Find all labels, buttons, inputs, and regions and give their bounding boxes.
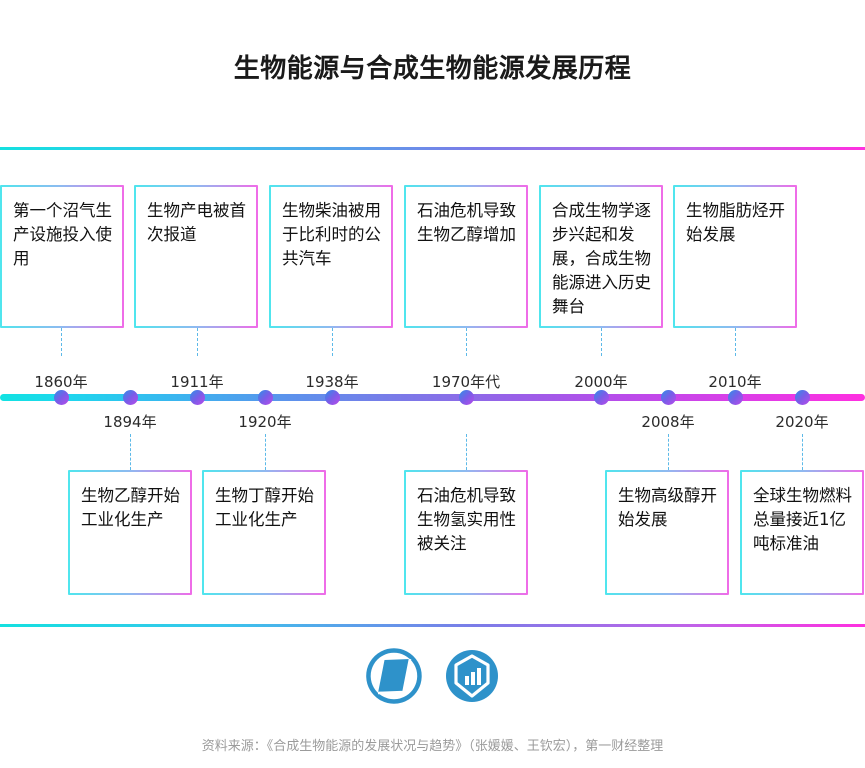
timeline-dot-1894[interactable] bbox=[123, 390, 138, 405]
yicai-circle-logo bbox=[365, 648, 422, 704]
timeline-dot-1970s[interactable] bbox=[459, 390, 474, 405]
timeline-card-top-1: 第一个沼气生产设施投入使用 bbox=[0, 185, 124, 328]
year-label-1860: 1860年 bbox=[34, 373, 88, 391]
timeline-dot-2008[interactable] bbox=[661, 390, 676, 405]
yicai-hexagon-chart-logo bbox=[445, 650, 498, 702]
timeline-card-bottom-4-text: 生物高级醇开始发展 bbox=[618, 486, 717, 529]
connector-top-3 bbox=[332, 328, 333, 356]
timeline-card-bottom-2-text: 生物丁醇开始工业化生产 bbox=[215, 486, 314, 529]
year-label-1920: 1920年 bbox=[238, 413, 292, 431]
timeline-card-top-2: 生物产电被首次报道 bbox=[134, 185, 258, 328]
divider-top bbox=[0, 147, 865, 150]
divider-bottom bbox=[0, 624, 865, 627]
source-note: 资料来源：《合成生物能源的发展状况与趋势》（张媛媛、王钦宏），第一财经整理 bbox=[201, 739, 664, 754]
connector-bottom-4 bbox=[668, 434, 669, 470]
timeline-card-bottom-3: 石油危机导致生物氢实用性被关注 bbox=[404, 470, 528, 595]
timeline-card-bottom-4: 生物高级醇开始发展 bbox=[605, 470, 729, 595]
year-label-1938: 1938年 bbox=[305, 373, 359, 391]
connector-bottom-3 bbox=[466, 434, 467, 470]
timeline-dot-2020[interactable] bbox=[795, 390, 810, 405]
connector-top-4 bbox=[466, 328, 467, 356]
timeline-card-top-4-text: 石油危机导致生物乙醇增加 bbox=[417, 201, 516, 244]
year-label-1894: 1894年 bbox=[103, 413, 157, 431]
timeline-card-bottom-5: 全球生物燃料总量接近1亿吨标准油 bbox=[740, 470, 864, 595]
year-label-2020: 2020年 bbox=[775, 413, 829, 431]
timeline-card-top-1-text: 第一个沼气生产设施投入使用 bbox=[13, 201, 112, 268]
timeline-card-top-5: 合成生物学逐步兴起和发展，合成生物能源进入历史舞台 bbox=[539, 185, 663, 328]
year-label-2000: 2000年 bbox=[574, 373, 628, 391]
timeline-dot-1938[interactable] bbox=[325, 390, 340, 405]
year-label-1911: 1911年 bbox=[170, 373, 224, 391]
timeline-card-top-2-text: 生物产电被首次报道 bbox=[147, 201, 246, 244]
timeline-card-bottom-2: 生物丁醇开始工业化生产 bbox=[202, 470, 326, 595]
timeline-dot-1860[interactable] bbox=[54, 390, 69, 405]
timeline-dot-2010[interactable] bbox=[728, 390, 743, 405]
timeline-bar bbox=[0, 394, 865, 401]
connector-bottom-1 bbox=[130, 434, 131, 470]
year-label-2008: 2008年 bbox=[641, 413, 695, 431]
connector-top-1 bbox=[61, 328, 62, 356]
connector-top-6 bbox=[735, 328, 736, 356]
page-title: 生物能源与合成生物能源发展历程 bbox=[233, 54, 632, 84]
timeline-card-bottom-1: 生物乙醇开始工业化生产 bbox=[68, 470, 192, 595]
timeline-dot-1920[interactable] bbox=[258, 390, 273, 405]
year-label-2010: 2010年 bbox=[708, 373, 762, 391]
connector-bottom-2 bbox=[265, 434, 266, 470]
connector-top-5 bbox=[601, 328, 602, 356]
timeline-card-top-4: 石油危机导致生物乙醇增加 bbox=[404, 185, 528, 328]
timeline-card-top-3-text: 生物柴油被用于比利时的公共汽车 bbox=[282, 201, 381, 268]
timeline-card-bottom-3-text: 石油危机导致生物氢实用性被关注 bbox=[417, 486, 516, 553]
timeline-card-top-6-text: 生物脂肪烃开始发展 bbox=[686, 201, 785, 244]
timeline-card-top-3: 生物柴油被用于比利时的公共汽车 bbox=[269, 185, 393, 328]
connector-bottom-5 bbox=[802, 434, 803, 470]
year-label-1970s: 1970年代 bbox=[431, 373, 501, 391]
logo-group bbox=[0, 648, 865, 704]
timeline-dot-2000[interactable] bbox=[594, 390, 609, 405]
timeline-card-top-6: 生物脂肪烃开始发展 bbox=[673, 185, 797, 328]
timeline-card-bottom-5-text: 全球生物燃料总量接近1亿吨标准油 bbox=[753, 486, 852, 553]
timeline-dot-1911[interactable] bbox=[190, 390, 205, 405]
connector-top-2 bbox=[197, 328, 198, 356]
timeline-card-top-5-text: 合成生物学逐步兴起和发展，合成生物能源进入历史舞台 bbox=[552, 201, 651, 316]
timeline-card-bottom-1-text: 生物乙醇开始工业化生产 bbox=[81, 486, 180, 529]
